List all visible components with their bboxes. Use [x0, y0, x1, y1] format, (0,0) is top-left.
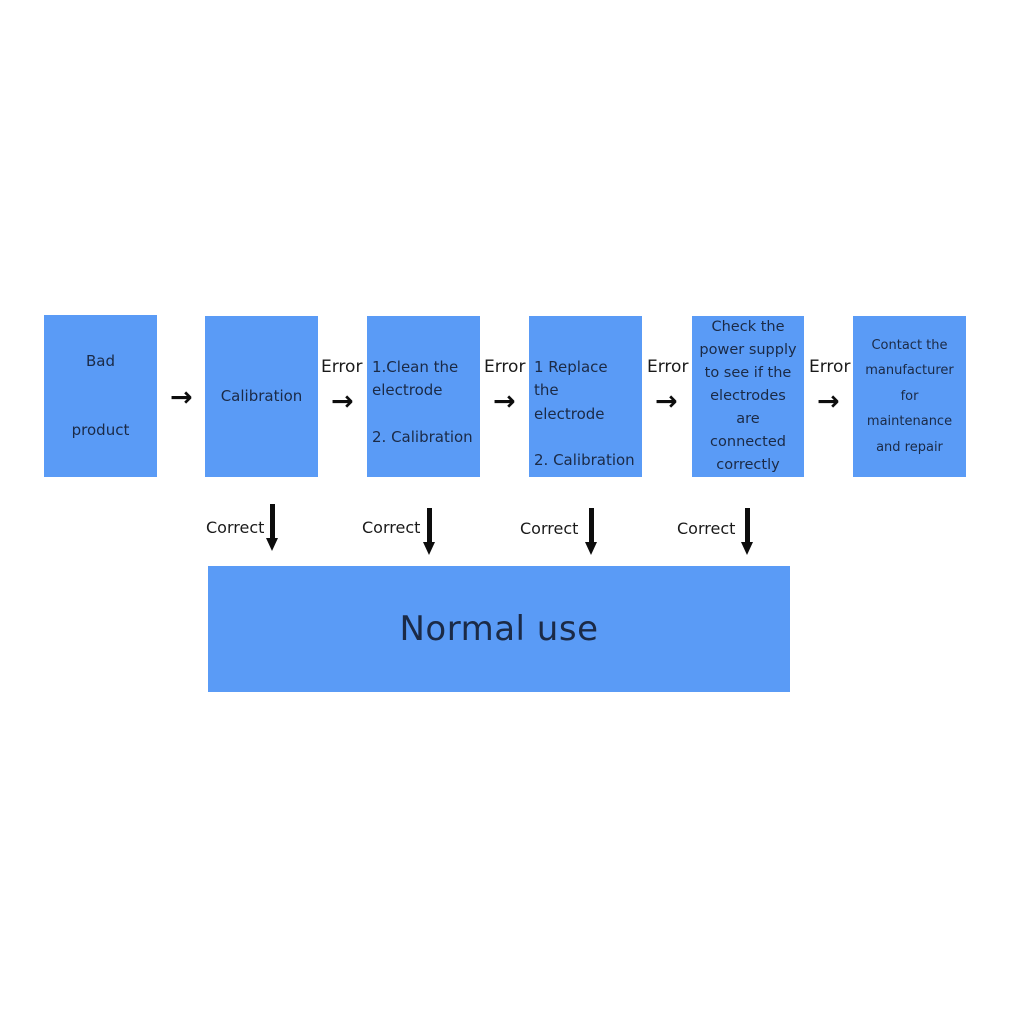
node-normal-use-label: Normal use: [399, 608, 599, 649]
edge-label-correct-2: Correct: [362, 518, 421, 537]
node-replace-electrode[interactable]: 1 Replace the electrode 2. Calibration: [529, 316, 642, 477]
node-check-power-supply-label: Check the power supply to see if the ele…: [699, 319, 797, 473]
node-calibration-label: Calibration: [220, 387, 303, 406]
arrow-right-icon-4: →: [655, 386, 678, 417]
node-normal-use[interactable]: Normal use: [208, 566, 790, 692]
arrow-shaft: [745, 508, 750, 544]
arrow-right-icon-5: →: [817, 386, 840, 417]
node-contact-manufacturer[interactable]: Contact the manufacturer for maintenance…: [853, 316, 966, 477]
node-clean-electrode[interactable]: 1.Clean the electrode 2. Calibration: [367, 316, 480, 477]
arrow-right-icon-1: →: [170, 382, 193, 413]
edge-label-correct-3: Correct: [520, 519, 579, 538]
edge-label-error-3: Error: [647, 357, 689, 377]
arrow-head: [741, 542, 753, 555]
node-calibration[interactable]: Calibration: [205, 316, 318, 477]
edge-label-error-2: Error: [484, 357, 526, 377]
edge-label-error-1: Error: [321, 357, 363, 377]
arrow-shaft: [270, 504, 275, 540]
arrow-head: [585, 542, 597, 555]
node-replace-electrode-label: 1 Replace the electrode 2. Calibration: [534, 358, 635, 469]
edge-label-correct-4: Correct: [677, 519, 736, 538]
node-contact-manufacturer-label: Contact the manufacturer for maintenance…: [865, 338, 954, 455]
edge-label-error-4: Error: [809, 357, 851, 377]
arrow-right-icon-2: →: [331, 386, 354, 417]
node-check-power-supply[interactable]: Check the power supply to see if the ele…: [692, 316, 804, 477]
edge-label-correct-1: Correct: [206, 518, 265, 537]
node-clean-electrode-label: 1.Clean the electrode 2. Calibration: [372, 358, 473, 446]
node-bad-product[interactable]: Bad product: [44, 315, 157, 477]
arrow-shaft: [589, 508, 594, 544]
arrow-right-icon-3: →: [493, 386, 516, 417]
arrow-shaft: [427, 508, 432, 544]
arrow-head: [423, 542, 435, 555]
node-bad-product-label: Bad product: [71, 352, 130, 440]
arrow-head: [266, 538, 278, 551]
